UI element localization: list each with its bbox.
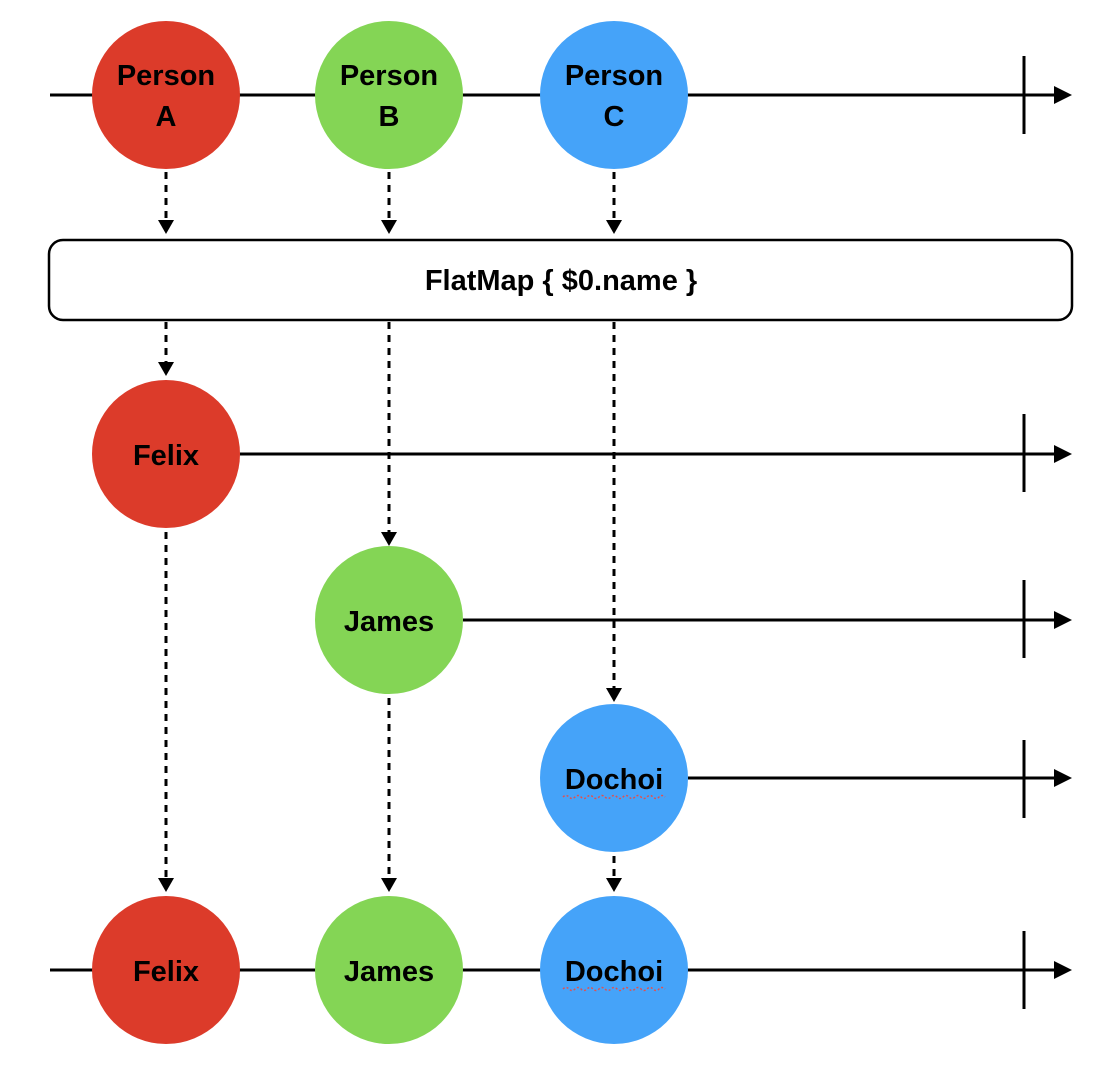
inner-timeline-felix: Felix xyxy=(92,380,1072,528)
inner-to-result-arrows xyxy=(158,532,622,892)
result-ball-label: Dochoi xyxy=(565,956,663,988)
source-ball-person-b: Person B xyxy=(315,21,463,169)
timeline-arrowhead xyxy=(1054,769,1072,787)
source-ball-label-line1: Person xyxy=(117,60,215,92)
timeline-arrowhead xyxy=(1054,86,1072,104)
timeline-arrowhead xyxy=(1054,961,1072,979)
source-to-operator-arrows xyxy=(158,172,622,234)
result-ball-label: Felix xyxy=(133,956,199,988)
result-ball-dochoi: Dochoi xyxy=(540,896,688,1044)
source-ball-person-a: Person A xyxy=(92,21,240,169)
inner-ball-label: Felix xyxy=(133,440,199,472)
source-ball-label-line2: B xyxy=(379,101,400,133)
timeline-arrowhead xyxy=(1054,445,1072,463)
spellcheck-underline xyxy=(562,794,666,800)
operator-box: FlatMap { $0.name } xyxy=(47,238,1074,322)
operator-label: FlatMap { $0.name } xyxy=(425,265,697,297)
source-ball-label-line1: Person xyxy=(565,60,663,92)
spellcheck-underline xyxy=(562,986,666,992)
inner-ball-james: James xyxy=(315,546,463,694)
inner-ball-felix: Felix xyxy=(92,380,240,528)
inner-ball-label: James xyxy=(344,606,434,638)
inner-ball-label: Dochoi xyxy=(565,764,663,796)
result-timeline: Felix James Dochoi xyxy=(50,896,1072,1044)
inner-timeline-dochoi: Dochoi xyxy=(540,704,1072,852)
source-timeline: Person A Person B Person C xyxy=(50,21,1072,169)
inner-timeline-james: James xyxy=(315,546,1072,694)
source-ball-label-line2: A xyxy=(156,101,177,133)
timeline-arrowhead xyxy=(1054,611,1072,629)
result-ball-felix: Felix xyxy=(92,896,240,1044)
result-ball-james: James xyxy=(315,896,463,1044)
result-ball-label: James xyxy=(344,956,434,988)
source-ball-label-line2: C xyxy=(604,101,625,133)
operator-to-inner-arrows xyxy=(158,322,622,702)
inner-ball-dochoi: Dochoi xyxy=(540,704,688,852)
source-ball-label-line1: Person xyxy=(340,60,438,92)
source-ball-person-c: Person C xyxy=(540,21,688,169)
